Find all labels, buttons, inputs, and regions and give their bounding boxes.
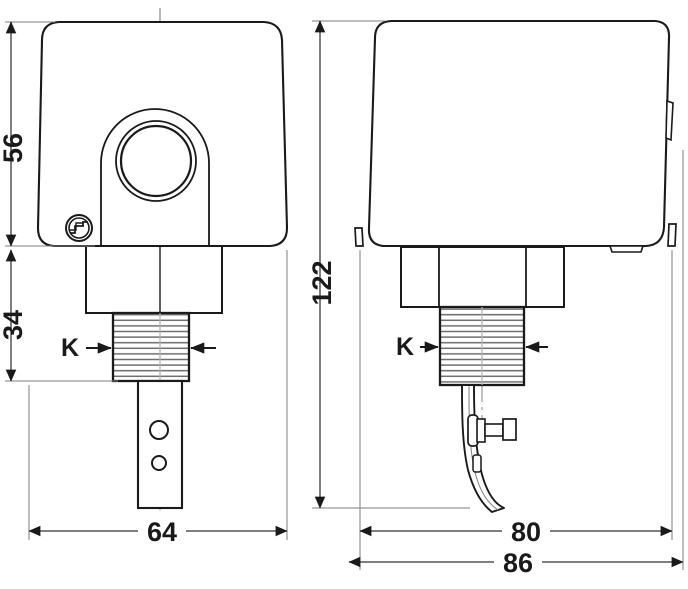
front-stem [136,379,184,510]
front-witness-lines [5,21,288,540]
front-stem-hole-small [151,455,167,471]
thread-callout-side: K [396,333,548,361]
front-screw-head [65,214,93,242]
side-cover-left-clip [354,227,364,247]
front-thread-body [111,311,191,383]
side-cover-side-tab [665,99,674,142]
dim-front-64-label: 64 [147,517,177,547]
side-witness-lines [312,20,684,570]
dim-front-56-label: 56 [0,133,28,163]
front-boss-inner-circle [119,124,193,198]
side-cover-bottom-tab [608,245,645,253]
dim-front-34: 34 [0,249,28,382]
dim-side-80-label: 80 [511,517,541,547]
side-cover-right-clip [667,223,677,247]
thread-callout-front-label: K [61,334,79,362]
side-view: 122 80 86 K [307,19,684,578]
side-neck-block [400,246,565,308]
front-neck-block [85,245,223,314]
dim-front-56: 56 [0,21,28,247]
front-view: 56 34 64 K [0,8,289,547]
side-paddle-slot [472,454,482,473]
side-paddle-fastener [467,414,517,447]
dim-side-86: 86 [348,548,684,578]
dim-front-64: 64 [28,517,288,547]
dim-side-122-label: 122 [307,260,337,305]
dim-front-34-label: 34 [0,310,28,340]
dim-side-80: 80 [359,517,673,547]
dim-side-86-label: 86 [503,548,533,578]
dim-side-122: 122 [307,20,337,509]
front-stem-hole-large [149,420,169,440]
thread-callout-side-label: K [396,333,414,361]
thread-callout-front: K [61,334,216,362]
side-housing-cover [367,19,671,248]
